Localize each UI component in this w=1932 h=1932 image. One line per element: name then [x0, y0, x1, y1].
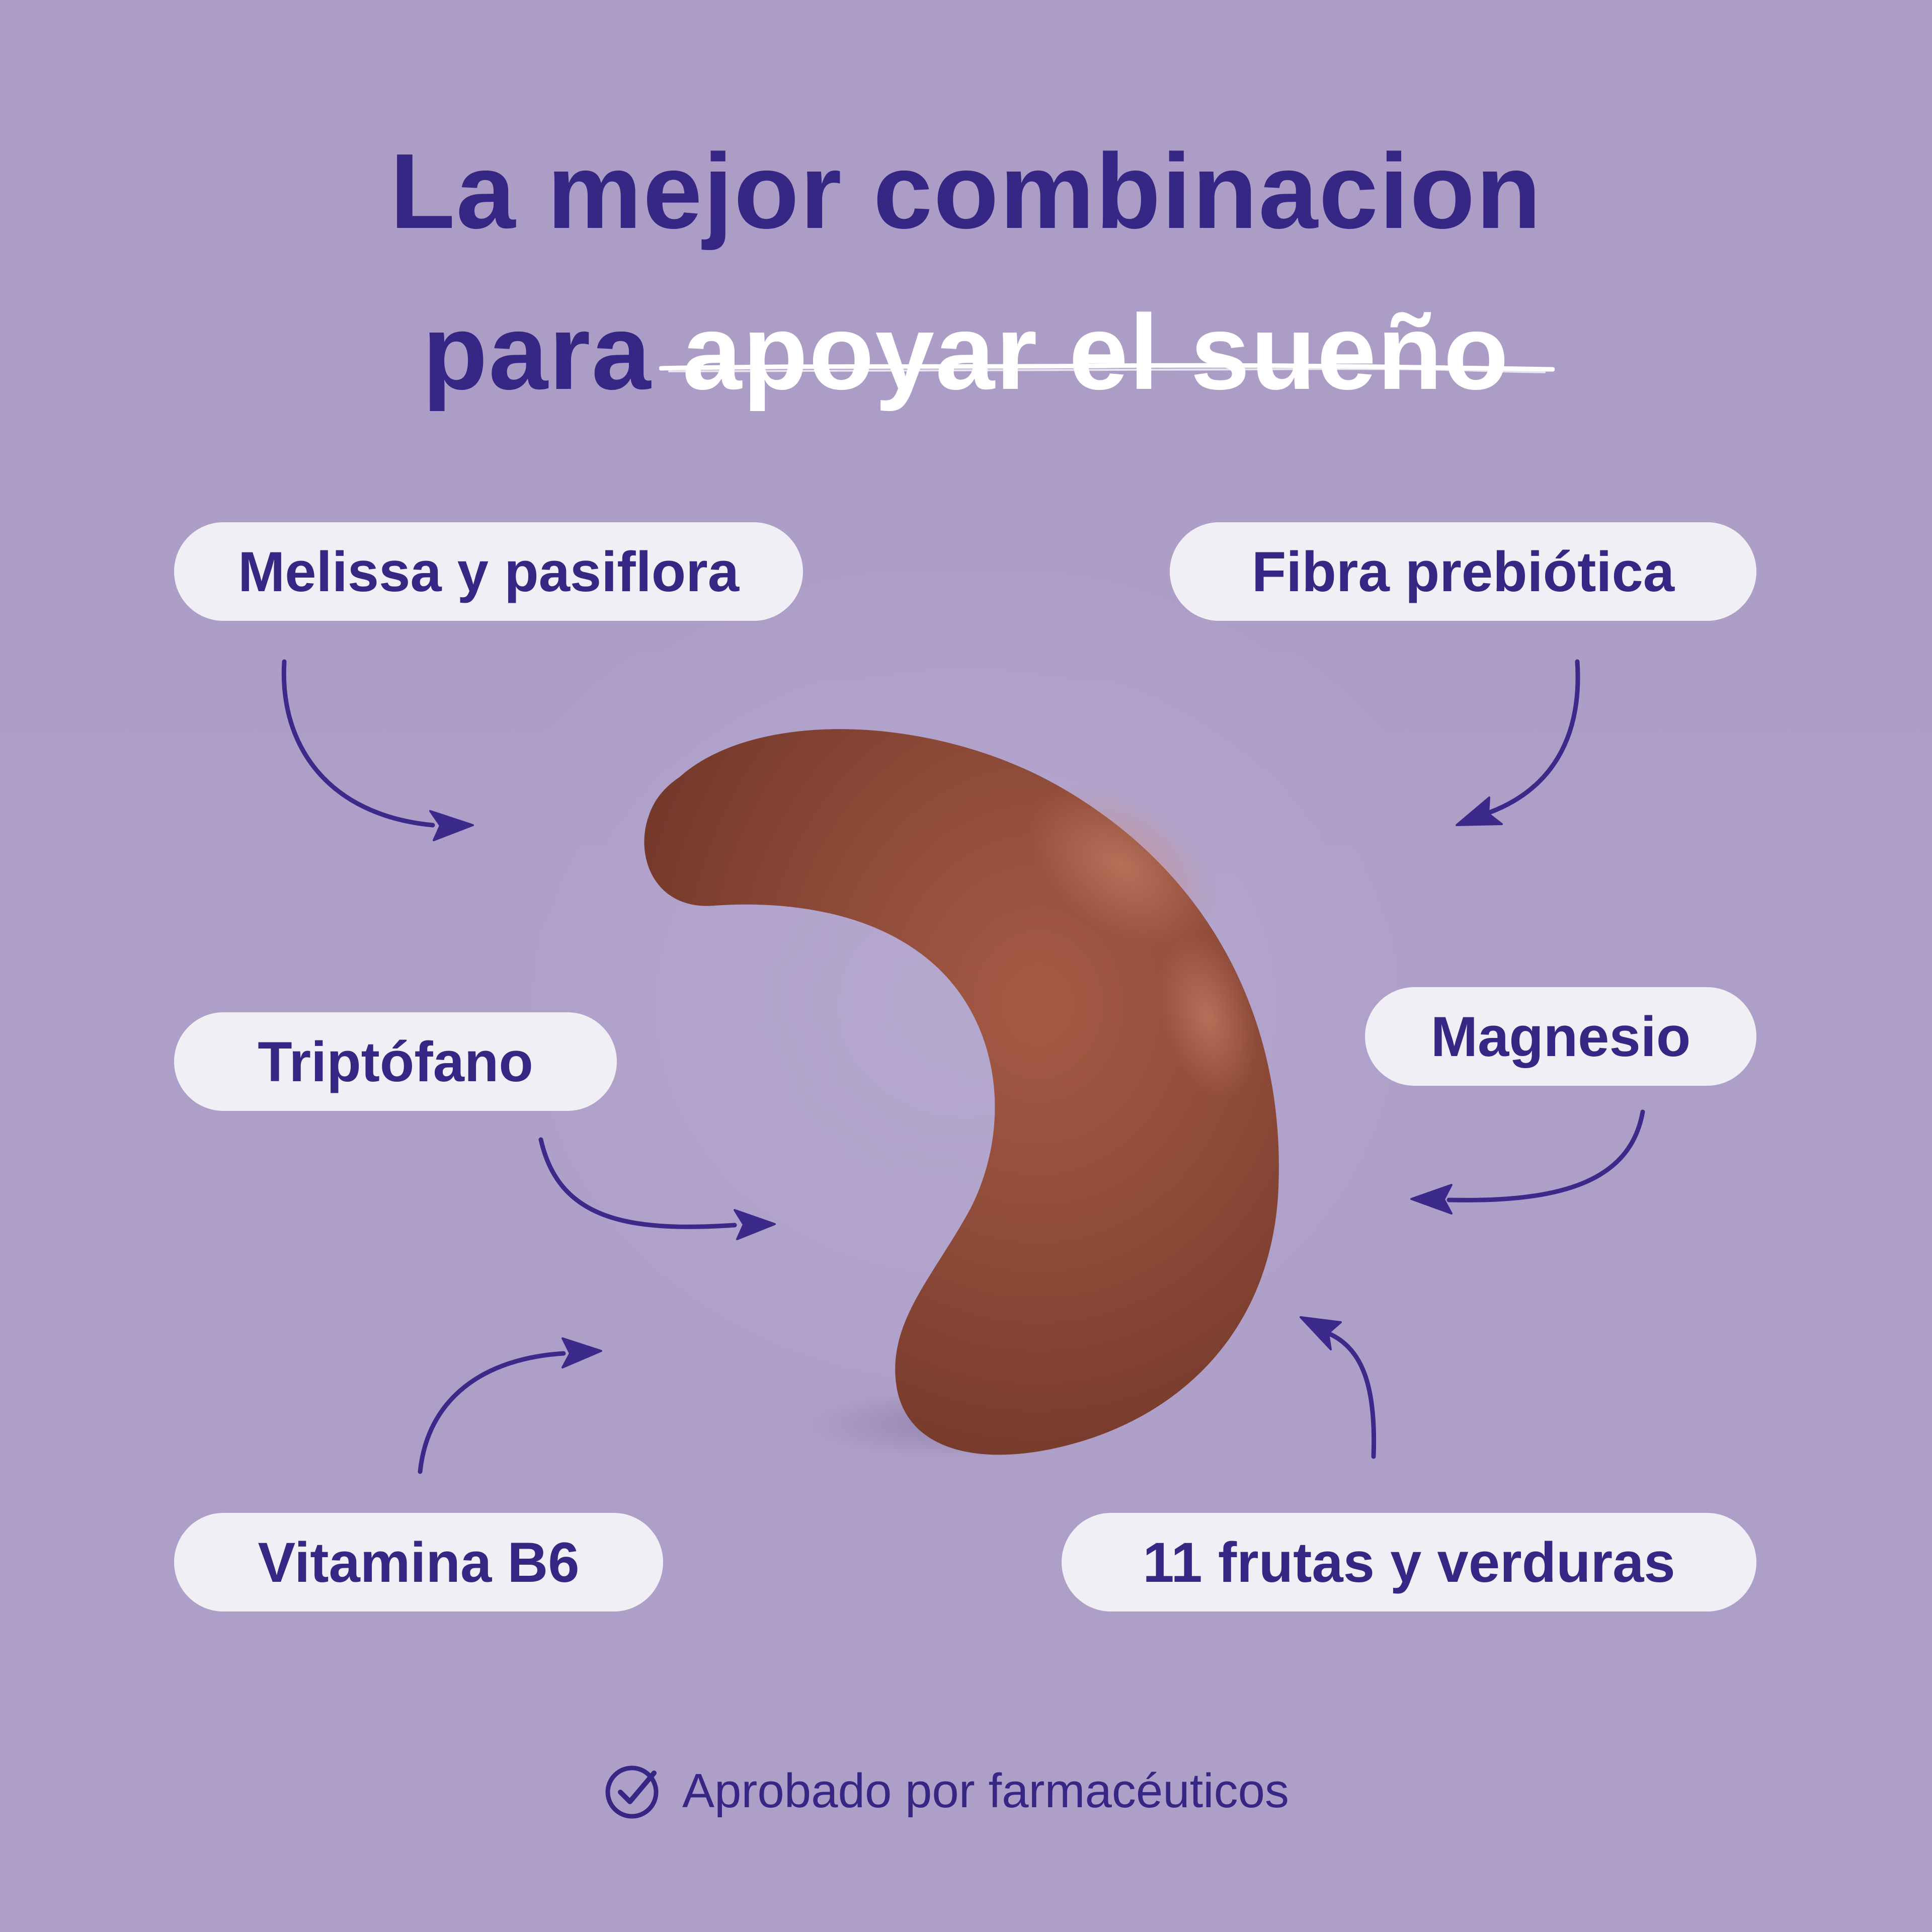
title-line-2: para apoyar el sueño — [0, 272, 1932, 433]
ingredient-vitamina-b6: Vitamina B6 — [174, 1513, 663, 1612]
footer-badge: Aprobado por farmacéuticos — [604, 1756, 1289, 1826]
title-line-1: La mejor combinacion — [389, 131, 1542, 251]
ingredient-melissa-pasiflora: Melissa y pasiflora — [174, 522, 803, 621]
ingredient-magnesio: Magnesio — [1365, 987, 1756, 1086]
title-highlight: apoyar el sueño — [682, 292, 1510, 412]
ingredient-frutas-verduras: 11 frutas y verduras — [1062, 1513, 1756, 1612]
footer-text: Aprobado por farmacéuticos — [682, 1764, 1289, 1818]
title-line-2-prefix: para — [422, 292, 652, 412]
highlight-underline — [659, 363, 1555, 373]
ingredient-triptofano: Triptófano — [174, 1012, 617, 1111]
ingredient-fibra-prebiotica: Fibra prebiótica — [1170, 522, 1756, 621]
page-title: La mejor combinacion para apoyar el sueñ… — [0, 111, 1932, 433]
check-circle-icon — [605, 1765, 659, 1819]
